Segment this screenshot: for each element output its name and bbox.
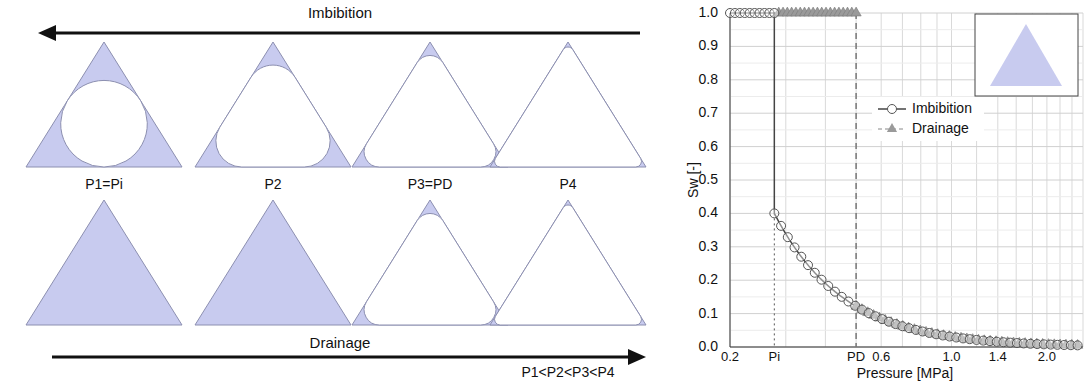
capillary-chart	[726, 7, 1084, 350]
y-tick-label: 0.2	[699, 272, 718, 287]
pi-marker-line	[774, 213, 775, 347]
pore-triangle	[352, 200, 508, 325]
y-tick-label: 0.1	[699, 306, 718, 321]
state-label: P2	[264, 177, 281, 192]
pore-triangle	[26, 42, 182, 167]
nonwetting-phase	[495, 205, 642, 325]
order-note: P1<P2<P3<P4	[521, 365, 614, 380]
drainage-arrow	[52, 356, 632, 359]
grid-line	[730, 163, 1083, 164]
y-tick-label: 0.0	[699, 339, 718, 354]
grid-line	[730, 296, 1083, 297]
y-tick-label: 0.8	[699, 72, 718, 87]
pore-triangle	[26, 200, 182, 325]
nonwetting-phase	[61, 80, 148, 167]
grid-line	[730, 280, 1083, 281]
y-axis-title: Sw [-]	[686, 162, 701, 198]
state-label: P4	[559, 177, 576, 192]
imbibition-point	[777, 221, 786, 230]
nonwetting-phase	[216, 65, 330, 167]
process-label: Drainage	[310, 335, 371, 352]
grid-line	[730, 263, 1083, 264]
y-axis	[730, 13, 731, 347]
legend-sample	[888, 105, 897, 114]
legend-text: Drainage	[912, 121, 969, 136]
imbibition-point	[783, 233, 792, 242]
imbibition-point	[770, 9, 779, 18]
process-arrows	[38, 25, 646, 365]
grid-line	[730, 146, 1083, 147]
y-tick-label: 0.9	[699, 39, 718, 54]
grid-line	[730, 13, 731, 347]
imbibition-point	[797, 252, 806, 261]
pd-marker-line	[855, 13, 857, 347]
grid-line	[730, 196, 1083, 197]
state-label: P3=PD	[408, 177, 453, 192]
y-tick-label: 0.3	[699, 239, 718, 254]
x-tick-label: 1.4	[989, 350, 1007, 364]
imbibition-point	[770, 209, 779, 218]
grid-line	[730, 213, 1083, 214]
x-tick-label: 0.2	[721, 350, 739, 364]
inset-box	[975, 14, 1078, 96]
inset-triangle	[990, 24, 1062, 86]
state-label: P1=Pi	[85, 177, 123, 192]
x-tick-label: 0.6	[872, 350, 890, 364]
imbibition-point	[810, 268, 819, 277]
x-tick-label: PD	[847, 350, 865, 364]
nonwetting-phase	[364, 213, 496, 325]
drainage-point	[851, 7, 861, 16]
y-tick-label: 0.7	[699, 105, 718, 120]
imbibition-point	[1073, 341, 1082, 350]
legend-text: Imbibition	[912, 101, 972, 116]
nonwetting-phase	[495, 47, 642, 167]
nonwetting-phase	[364, 55, 496, 167]
y-tick-label: 1.0	[699, 5, 718, 20]
arrow-head	[628, 349, 646, 365]
grid-line	[730, 180, 1083, 181]
pore-triangle	[195, 200, 351, 325]
imbibition-curve	[730, 13, 1078, 345]
x-tick-label: Pi	[769, 350, 781, 364]
imbibition-point	[804, 261, 813, 270]
grid-line	[730, 313, 1083, 314]
pore-triangle	[490, 42, 646, 167]
y-tick-label: 0.4	[699, 206, 718, 221]
y-tick-label: 0.6	[699, 139, 718, 154]
pore-triangle	[352, 42, 508, 167]
arrow-head	[38, 25, 56, 41]
x-tick-label: 1.0	[942, 350, 960, 364]
x-tick-label: 2.0	[1038, 350, 1056, 364]
legend-box	[872, 97, 984, 141]
pore-triangle	[195, 42, 351, 167]
x-axis-title: Pressure [MPa]	[857, 366, 953, 381]
grid-line	[730, 246, 1083, 247]
imbibition-point	[790, 243, 799, 252]
y-tick-label: 0.5	[699, 172, 718, 187]
legend-sample	[887, 123, 897, 132]
process-label: Imbibition	[308, 5, 372, 22]
imbibition-arrow	[52, 32, 640, 35]
pore-triangles	[26, 42, 646, 325]
pore-triangle	[490, 200, 646, 325]
